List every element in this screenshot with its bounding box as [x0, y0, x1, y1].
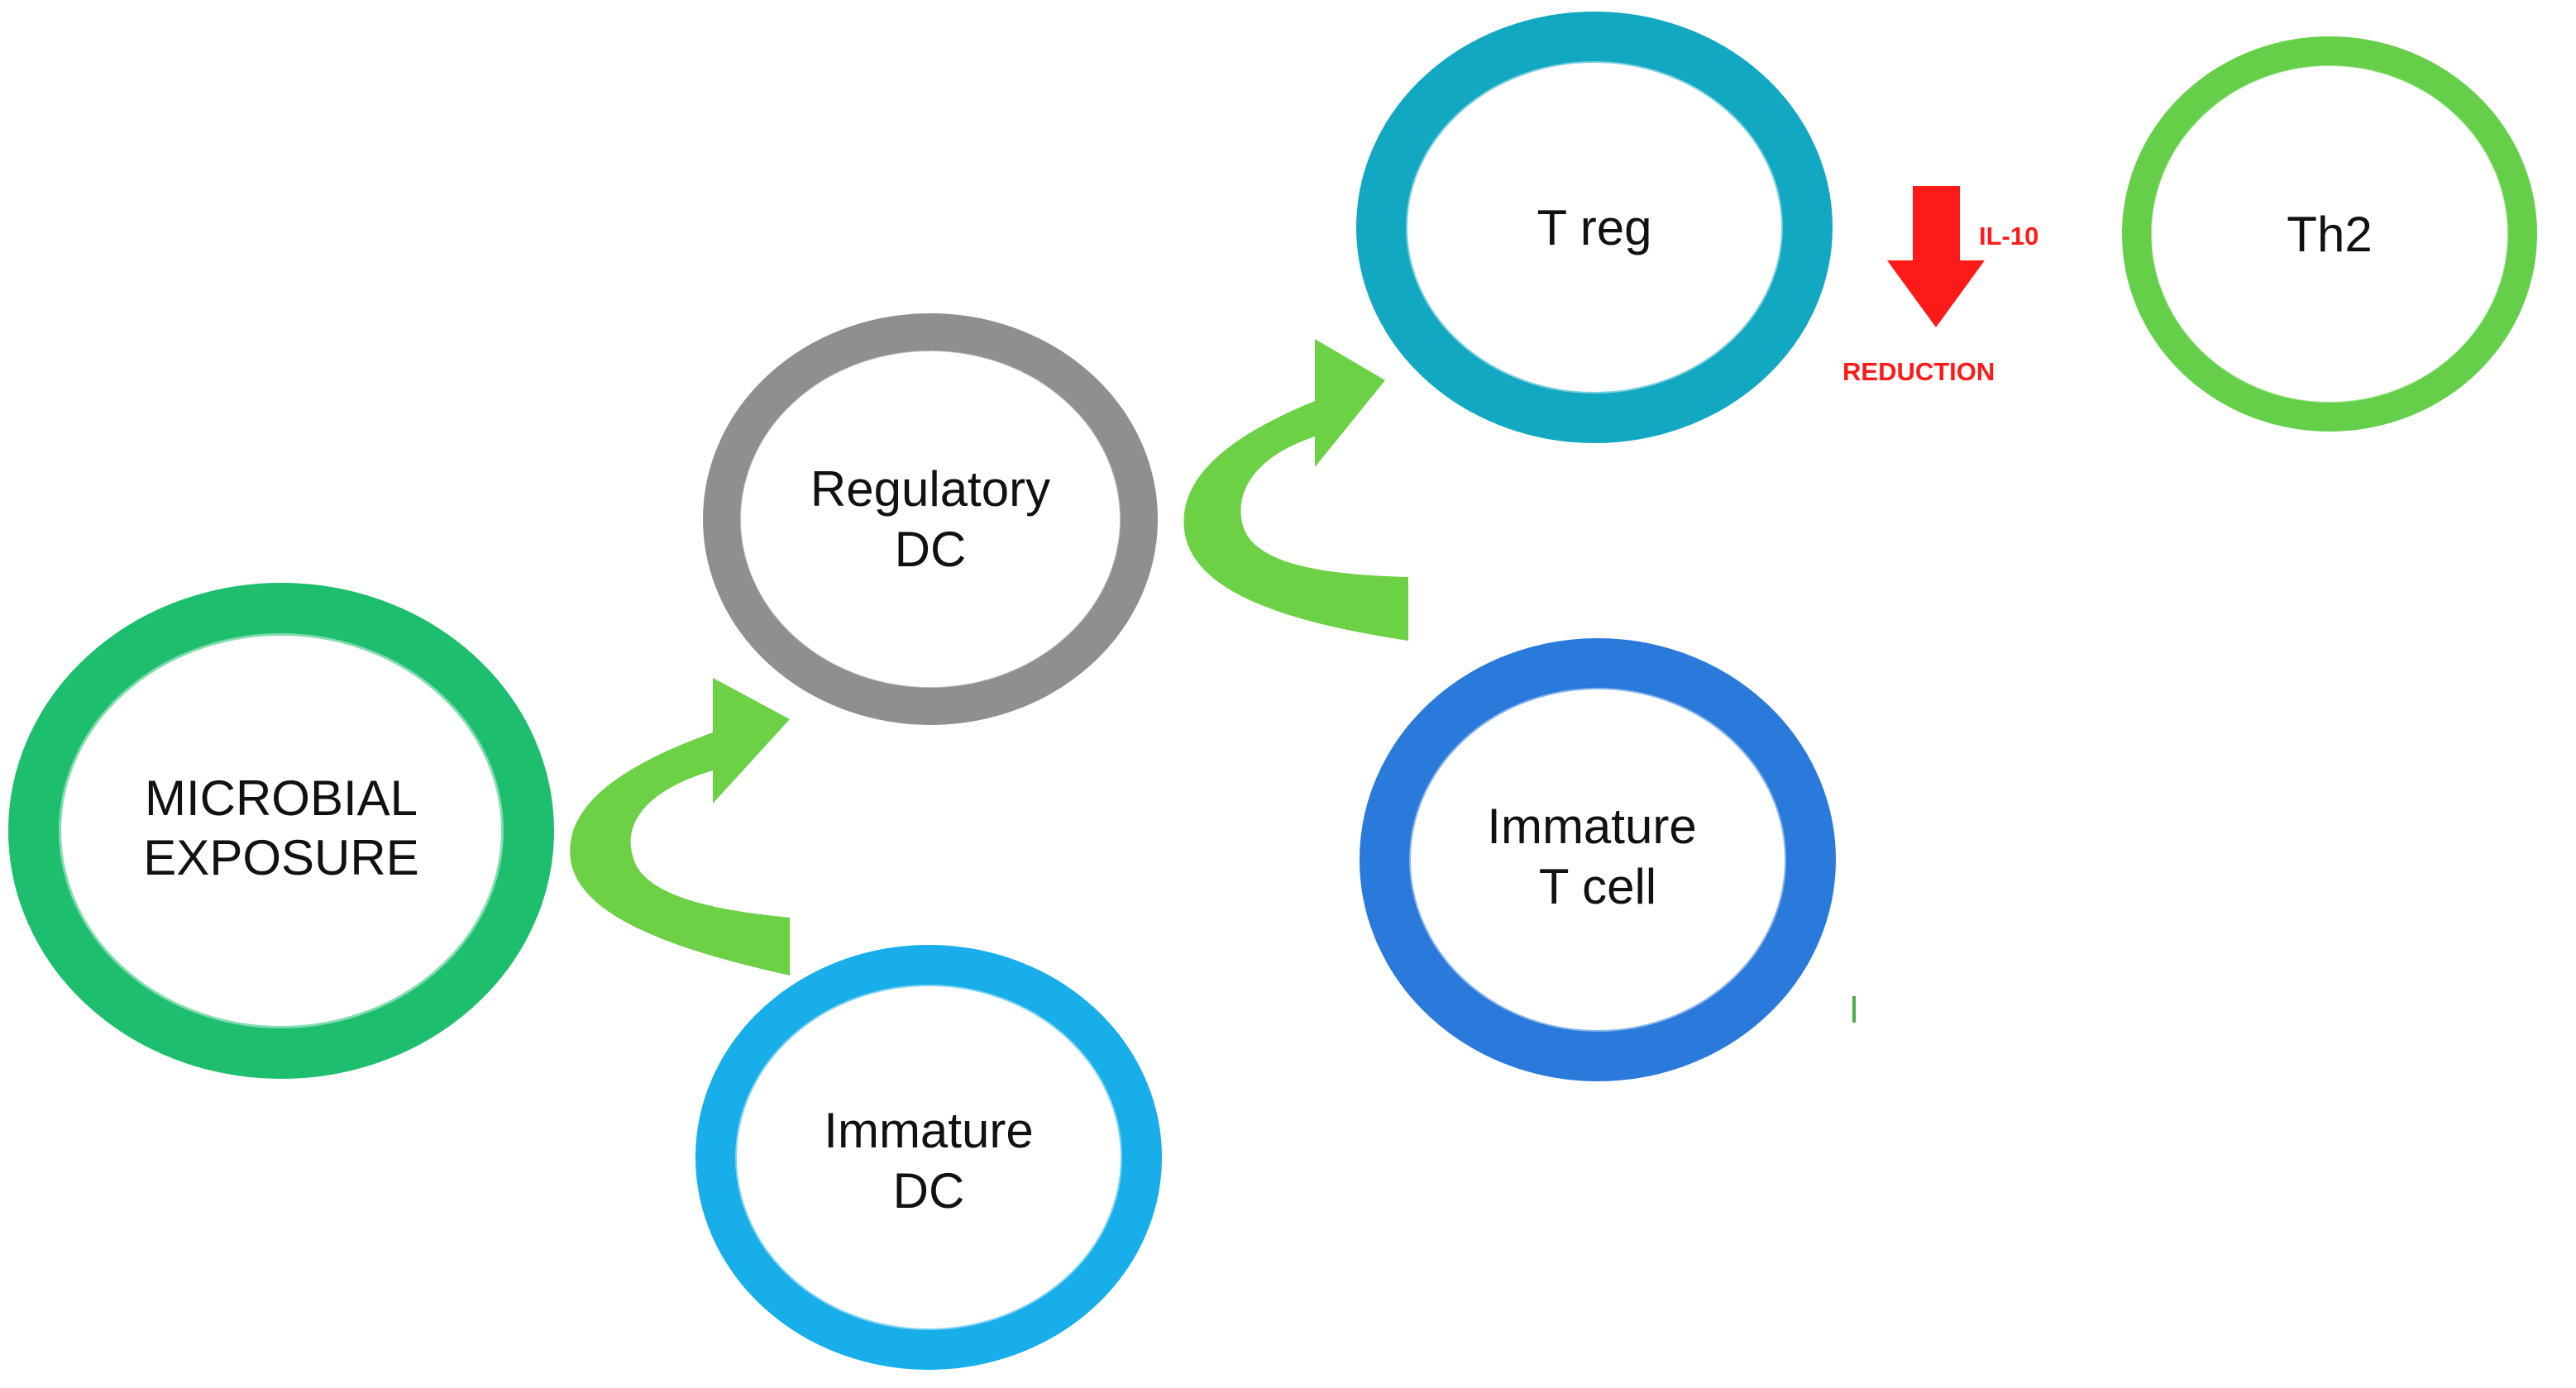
node-immature-t-cell: Immature T cell [1360, 638, 1836, 1081]
node-label-line-2: DC [895, 522, 967, 577]
node-label-line-1: T reg [1537, 200, 1652, 255]
node-immature-dc: Immature DC [695, 945, 1162, 1370]
node-inner-highlight [735, 985, 1122, 1330]
node-microbial-exposure: MICROBIAL EXPOSURE [8, 583, 554, 1079]
green-tick-mark [1852, 996, 1856, 1023]
node-inner-highlight [740, 351, 1121, 688]
node-t-reg: T reg [1356, 12, 1833, 443]
node-inner-highlight [2151, 65, 2508, 403]
il10-label: IL-10 [1979, 222, 2038, 250]
node-ring [1360, 638, 1836, 1081]
reduction-label: REDUCTION [1842, 357, 1995, 386]
node-ring [1356, 12, 1833, 443]
flow-arrow-immature-dc-to-regulatory-dc [570, 678, 790, 975]
node-ring [695, 945, 1162, 1370]
node-inner-highlight [59, 633, 504, 1028]
node-label-line-2: DC [893, 1163, 965, 1219]
node-label-line-2: EXPOSURE [143, 830, 418, 885]
node-label-line-1: Th2 [2287, 207, 2372, 262]
node-label-line-1: Immature [1487, 799, 1696, 854]
node-label-line-1: Regulatory [810, 461, 1050, 517]
node-th2: Th2 [2122, 36, 2537, 432]
node-ring [2122, 36, 2537, 432]
node-ring [703, 313, 1158, 725]
node-regulatory-dc: Regulatory DC [703, 313, 1158, 725]
node-inner-highlight [1406, 61, 1783, 394]
node-ring [8, 583, 554, 1079]
node-inner-highlight [1409, 688, 1786, 1032]
node-label-line-1: Immature [824, 1103, 1033, 1158]
node-label-line-1: MICROBIAL [145, 770, 418, 826]
node-label-line-2: T cell [1539, 859, 1656, 914]
flow-arrow-immature-t-cell-to-t-reg [1183, 339, 1408, 641]
reduction-arrow [1887, 186, 1985, 327]
